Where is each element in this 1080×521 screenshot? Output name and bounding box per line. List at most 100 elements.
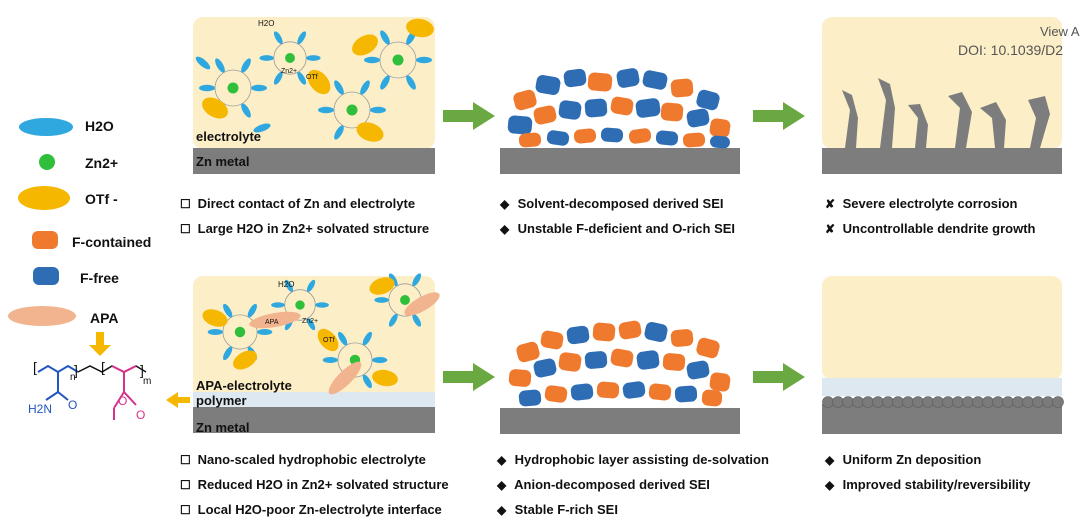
top-cluster-c-water-3 xyxy=(364,56,380,64)
top-cluster-c-water-0 xyxy=(416,56,432,64)
chem-n-label: n xyxy=(70,372,76,383)
top-sei-grain-13 xyxy=(635,98,661,118)
chem-o3-label: O xyxy=(118,394,128,408)
zn-deposit-21 xyxy=(1032,396,1044,408)
legend-f-free-label: F-free xyxy=(80,270,119,286)
top-sei-grain-3 xyxy=(587,72,613,92)
bottom-cluster-d-water-2 xyxy=(388,313,398,327)
zn-deposit-5 xyxy=(872,396,884,408)
chem-bond xyxy=(57,391,69,401)
chem-chain-pink xyxy=(111,365,137,374)
bottom-cluster-d-water-1 xyxy=(412,313,422,327)
bottom-sei-grain-11 xyxy=(584,351,608,369)
bottom-sei-grain-22 xyxy=(648,383,672,401)
bottom-otf xyxy=(233,350,257,370)
bottom-sei-grain-10 xyxy=(558,352,582,372)
chem-bracket: [ xyxy=(33,359,37,375)
bottom-otf xyxy=(202,309,228,327)
bottom-cluster-a-water-0 xyxy=(257,328,273,336)
bottom-bullet-right-1: ◆ Uniform Zn deposition xyxy=(825,452,982,467)
zn-deposit-6 xyxy=(882,396,894,408)
top-sei-grain-0 xyxy=(513,89,537,111)
zn-deposit-0 xyxy=(822,396,834,408)
legend-water-swatch xyxy=(19,118,73,136)
zn-deposit-15 xyxy=(972,396,984,408)
top-right-zn-metal xyxy=(822,148,1062,174)
diamond-bullet-icon: ◆ xyxy=(497,503,507,517)
bottom-cluster-c-water-3 xyxy=(322,356,338,364)
watermark-doi[interactable]: DOI: 10.1039/D2 xyxy=(958,42,1064,58)
bottom-sei-grain-5 xyxy=(644,322,668,342)
zn-deposit-17 xyxy=(992,396,1004,408)
chem-bracket: ] xyxy=(74,362,78,378)
bottom-bullet-right-2: ◆ Improved stability/reversibility xyxy=(825,477,1031,492)
top-bullet-left-1: ☐ Direct contact of Zn and electrolyte xyxy=(180,196,416,211)
bottom-otf xyxy=(317,328,339,352)
bottom-cluster-a-zn xyxy=(234,326,246,338)
bottom-cluster-d-water-3 xyxy=(374,297,389,303)
bottom-apa xyxy=(328,361,362,395)
bottom-mini-h2o: H2O xyxy=(278,280,295,289)
zn-deposit-23 xyxy=(1052,396,1064,408)
top-bullet-right-1: ✘ Severe electrolyte corrosion xyxy=(825,196,1018,211)
watermark-view[interactable]: View A xyxy=(1040,24,1080,39)
dendrite-4 xyxy=(980,102,1006,148)
bottom-apa xyxy=(404,292,440,316)
bottom-arrow-1 xyxy=(443,363,495,391)
top-bullet-mid-2: ◆ Unstable F-deficient and O-rich SEI xyxy=(500,221,736,236)
zn-deposit-8 xyxy=(902,396,914,408)
top-mini-zn: Zn2+ xyxy=(281,68,298,75)
bottom-apa xyxy=(249,311,301,329)
bottom-cluster-a-water-3 xyxy=(207,328,223,336)
diamond-bullet-icon: ◆ xyxy=(500,197,510,211)
left-arrow-icon xyxy=(166,392,190,408)
top-mini-h2o: H2O xyxy=(258,19,275,28)
top-zn-metal xyxy=(193,148,435,174)
bottom-mini-otf: OTf xyxy=(323,337,335,344)
top-cluster-d-water-2 xyxy=(334,125,344,140)
top-cluster-a-water-1 xyxy=(241,103,251,118)
bottom-sei-grain-23 xyxy=(674,385,698,403)
top-cluster-a-zn xyxy=(227,82,239,94)
bottom-polymer-label: polymer xyxy=(196,393,247,408)
zn-deposit-10 xyxy=(922,396,934,408)
bottom-cluster-b-zn xyxy=(295,300,305,310)
bottom-sei-grain-24 xyxy=(701,389,723,407)
top-cluster-b-water-4 xyxy=(273,31,283,45)
zn-deposit-1 xyxy=(832,396,844,408)
chem-o1-label: O xyxy=(68,398,78,412)
legend-apa-swatch xyxy=(8,306,76,326)
bottom-arrow-2 xyxy=(753,363,805,391)
bottom-cluster-b-water-4 xyxy=(284,279,294,292)
bottom-sei-grain-20 xyxy=(596,381,620,399)
bottom-cluster-d-water-5 xyxy=(412,273,422,287)
chem-bracket: [ xyxy=(101,359,105,375)
square-bullet-icon: ☐ xyxy=(180,478,191,492)
bottom-cluster-b-water-0 xyxy=(315,302,329,308)
cross-bullet-icon: ✘ xyxy=(825,222,836,236)
zn-deposit-11 xyxy=(932,396,944,408)
top-sei-grain-17 xyxy=(518,132,542,148)
zn-deposit-19 xyxy=(1012,396,1024,408)
legend-f-contained-swatch xyxy=(32,231,58,249)
bottom-right-hydrophobic-layer xyxy=(822,378,1062,396)
dendrite-0 xyxy=(842,90,858,148)
bottom-bullet-mid-2: ◆ Anion-decomposed derived SEI xyxy=(497,477,710,492)
top-sei-grain-23 xyxy=(682,132,706,148)
bottom-sei-grain-2 xyxy=(566,325,590,345)
dendrite-2 xyxy=(908,104,928,148)
bottom-cluster-c-water-5 xyxy=(362,331,372,346)
top-sei-grain-21 xyxy=(628,128,652,144)
diamond-bullet-icon: ◆ xyxy=(825,453,835,467)
top-cluster-b-zn xyxy=(285,53,295,63)
top-cluster-d-water-3 xyxy=(318,106,334,114)
top-sei-grain-6 xyxy=(670,78,694,98)
dendrite-3 xyxy=(948,92,972,148)
legend-down-arrow xyxy=(89,332,111,356)
bottom-mini-apa: APA xyxy=(265,319,279,326)
top-arrow-2 xyxy=(753,102,805,130)
top-sei-grain-10 xyxy=(558,100,582,120)
bottom-otf xyxy=(369,277,395,295)
bottom-right-panel xyxy=(822,276,1062,380)
